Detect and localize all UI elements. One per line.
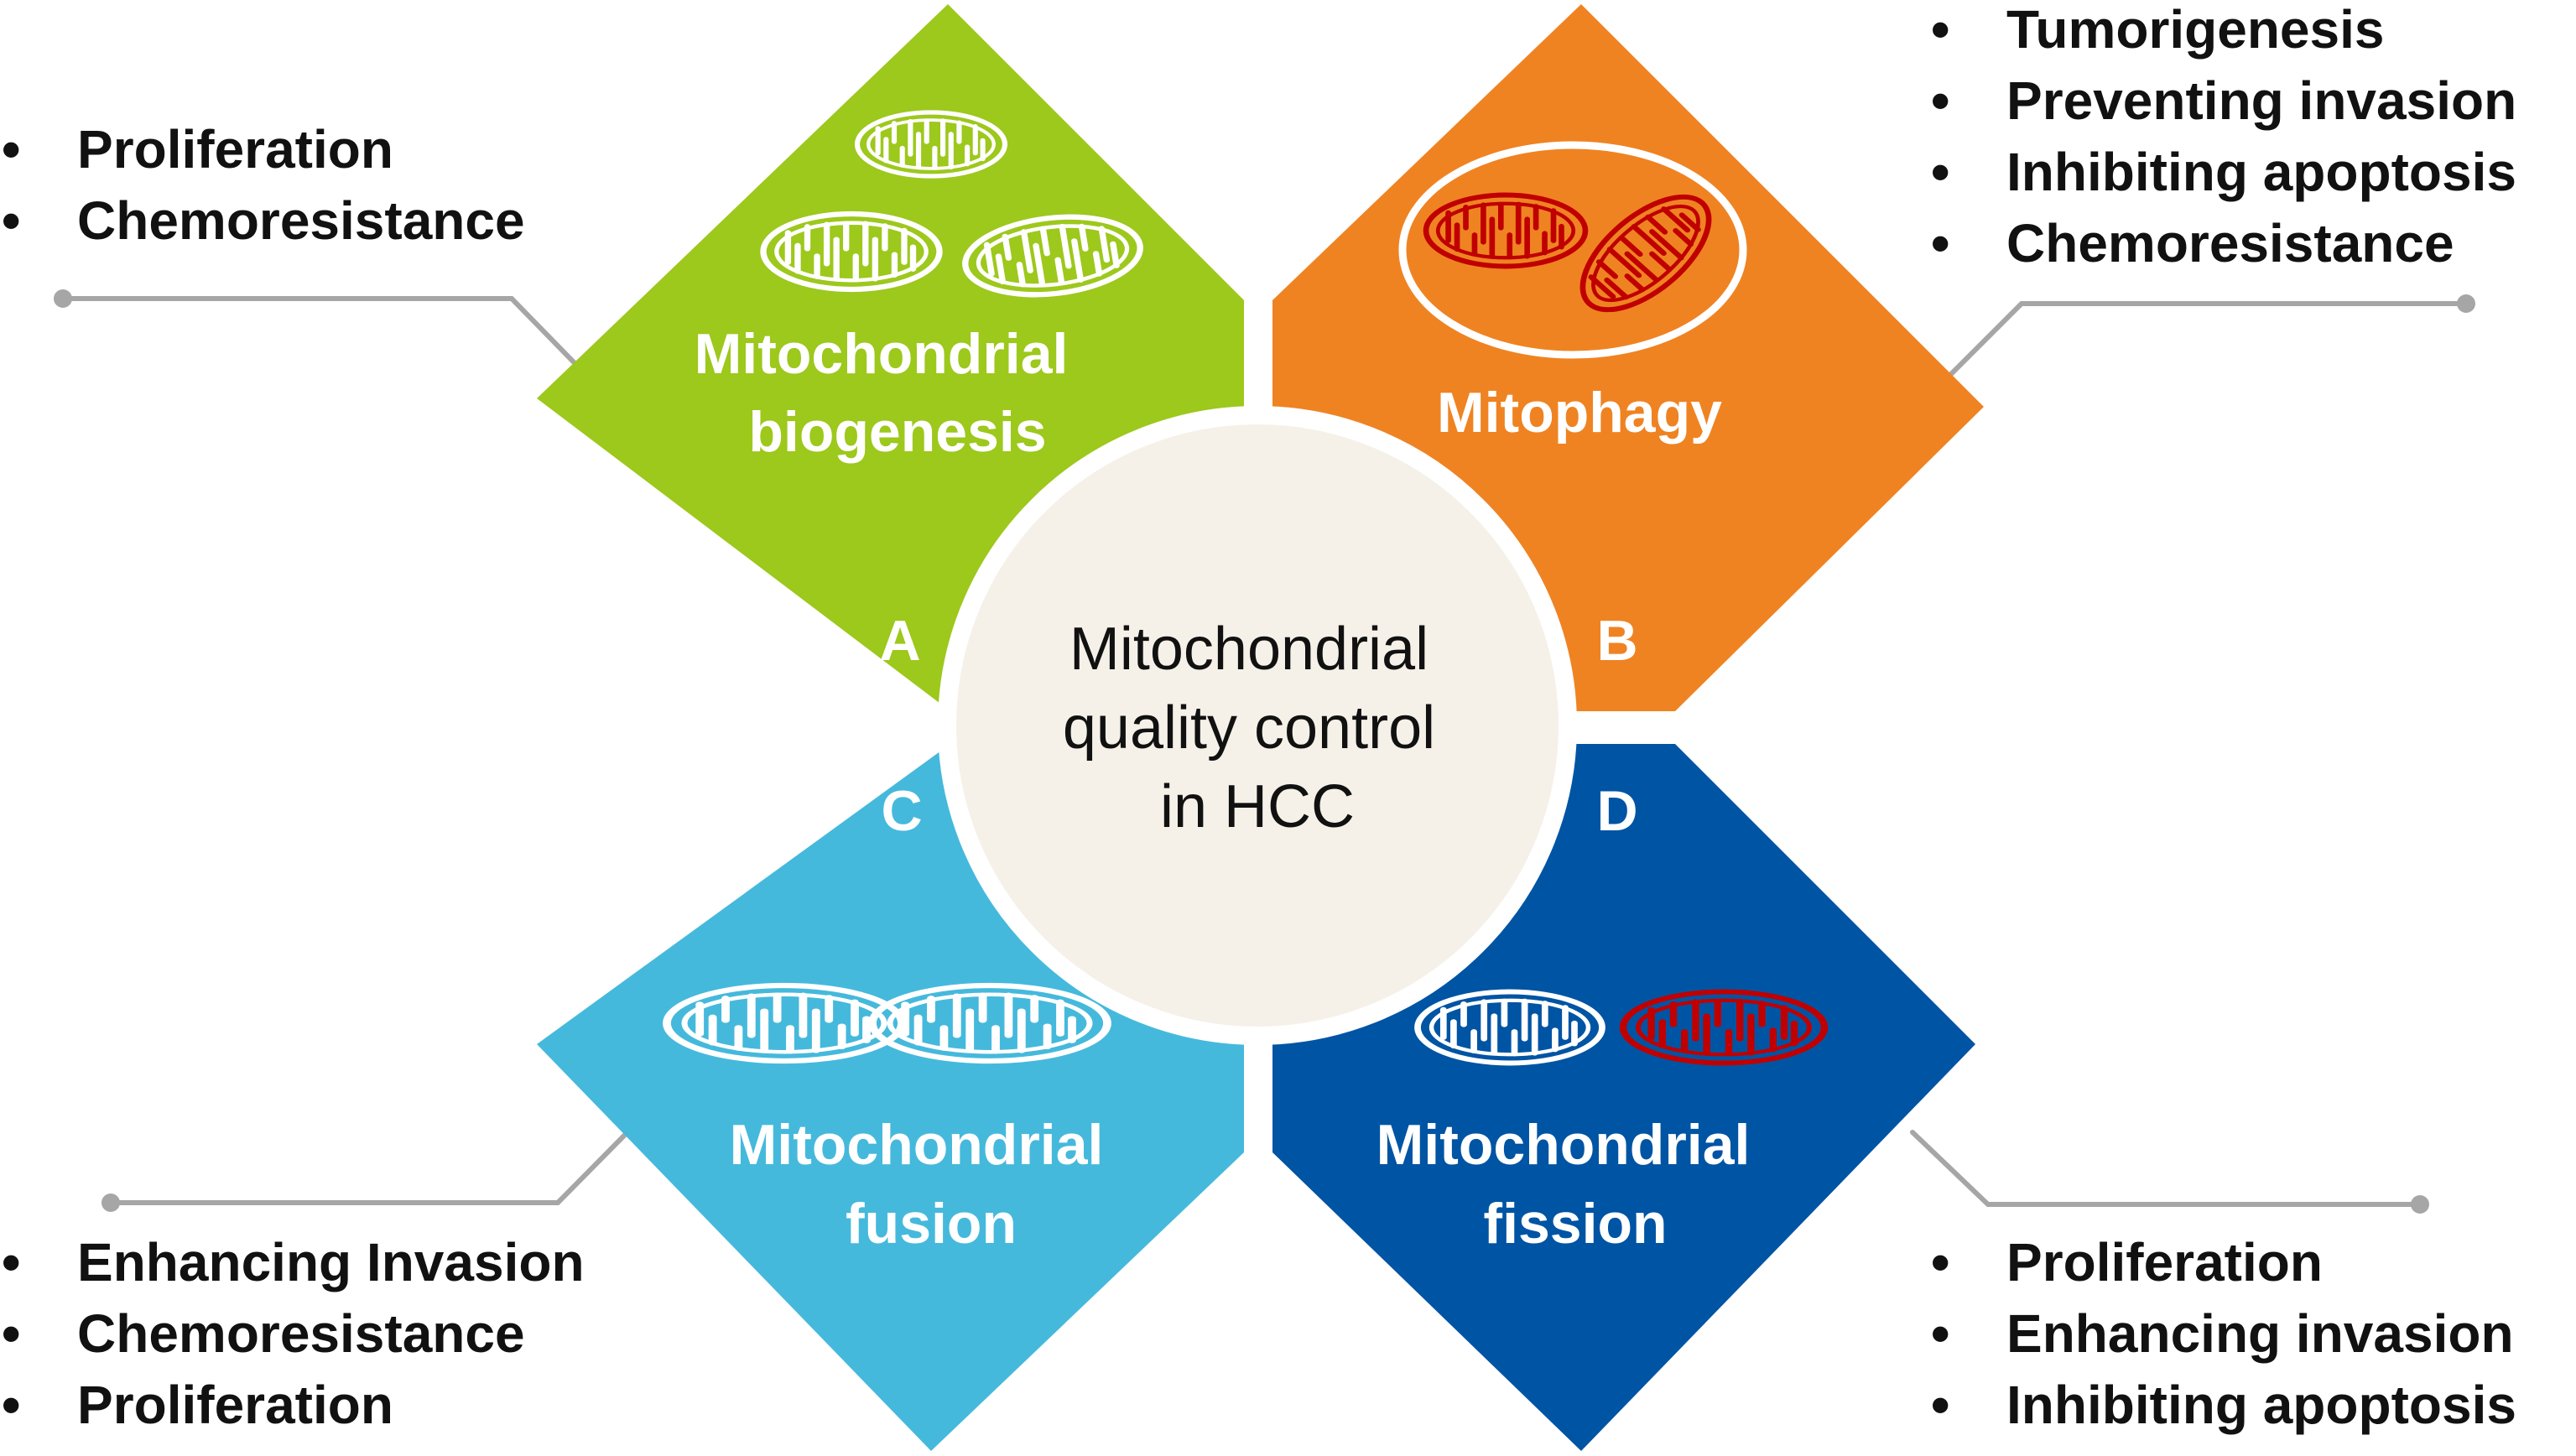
quadrant-d-letter: D [1596, 779, 1637, 843]
center-title-line-1: Mitochondrial [1069, 616, 1429, 683]
center-hub: Mitochondrial quality control in HCC [938, 406, 1577, 1045]
connector-lines [54, 289, 2475, 1214]
effect-item: Tumorigenesis [1931, 0, 2516, 65]
effects-list-c: Enhancing Invasion Chemoresistance Proli… [2, 1227, 585, 1441]
center-title-line-3: in HCC [1160, 773, 1355, 840]
effect-item: Inhibiting apoptosis [1931, 1370, 2516, 1441]
quadrant-d-title-line-1: Mitochondrial [1376, 1113, 1751, 1177]
effect-item: Chemoresistance [2, 185, 525, 257]
connector-a-dot [54, 289, 72, 308]
connector-a [60, 296, 581, 370]
quadrant-b-title: Mitophagy [1437, 381, 1722, 445]
effects-list-d: Proliferation Enhancing invasion Inhibit… [1931, 1227, 2516, 1441]
effect-item: Preventing invasion [1931, 65, 2516, 137]
autophagosome-membrane [1398, 141, 1747, 359]
quadrant-a-letter: A [879, 609, 920, 673]
quadrant-a-title: Mitochondrial biogenesis [695, 322, 1085, 464]
effect-item: Chemoresistance [1931, 208, 2516, 279]
quadrant-c-title-line-1: Mitochondrial [730, 1113, 1104, 1177]
center-title-line-2: quality control [1063, 694, 1435, 762]
connector-c-dot [101, 1193, 120, 1212]
effect-item: Proliferation [1931, 1227, 2516, 1298]
quadrant-a-title-line-1: Mitochondrial [695, 322, 1069, 386]
quadrant-d-title: Mitochondrial fission [1376, 1113, 1767, 1256]
center-circle [938, 406, 1577, 1045]
quadrant-c-letter: C [881, 779, 922, 843]
effect-item: Chemoresistance [2, 1298, 585, 1370]
center-title: Mitochondrial quality control in HCC [1063, 616, 1452, 840]
connector-d-dot [2411, 1195, 2429, 1214]
connector-b-dot [2457, 294, 2475, 313]
connector-b [1945, 301, 2469, 380]
quadrant-c-title-line-2: fusion [846, 1192, 1017, 1256]
effect-item: Inhibiting apoptosis [1931, 137, 2516, 208]
effect-item: Enhancing invasion [1931, 1298, 2516, 1370]
connector-d [1910, 1130, 2422, 1207]
quadrant-a-title-line-2: biogenesis [748, 400, 1046, 464]
quadrant-c-title: Mitochondrial fusion [730, 1113, 1120, 1256]
effects-list-a: Proliferation Chemoresistance [2, 114, 525, 257]
autophagosome-mitochondria-icon [1398, 141, 1747, 359]
effects-list-b: Tumorigenesis Preventing invasion Inhibi… [1931, 0, 2516, 279]
effect-item: Proliferation [2, 1370, 585, 1441]
effect-item: Enhancing Invasion [2, 1227, 585, 1298]
quadrant-b-letter: B [1596, 609, 1637, 673]
quadrant-d-title-line-2: fission [1483, 1192, 1667, 1256]
connector-c [108, 1130, 630, 1205]
effect-item: Proliferation [2, 114, 525, 185]
